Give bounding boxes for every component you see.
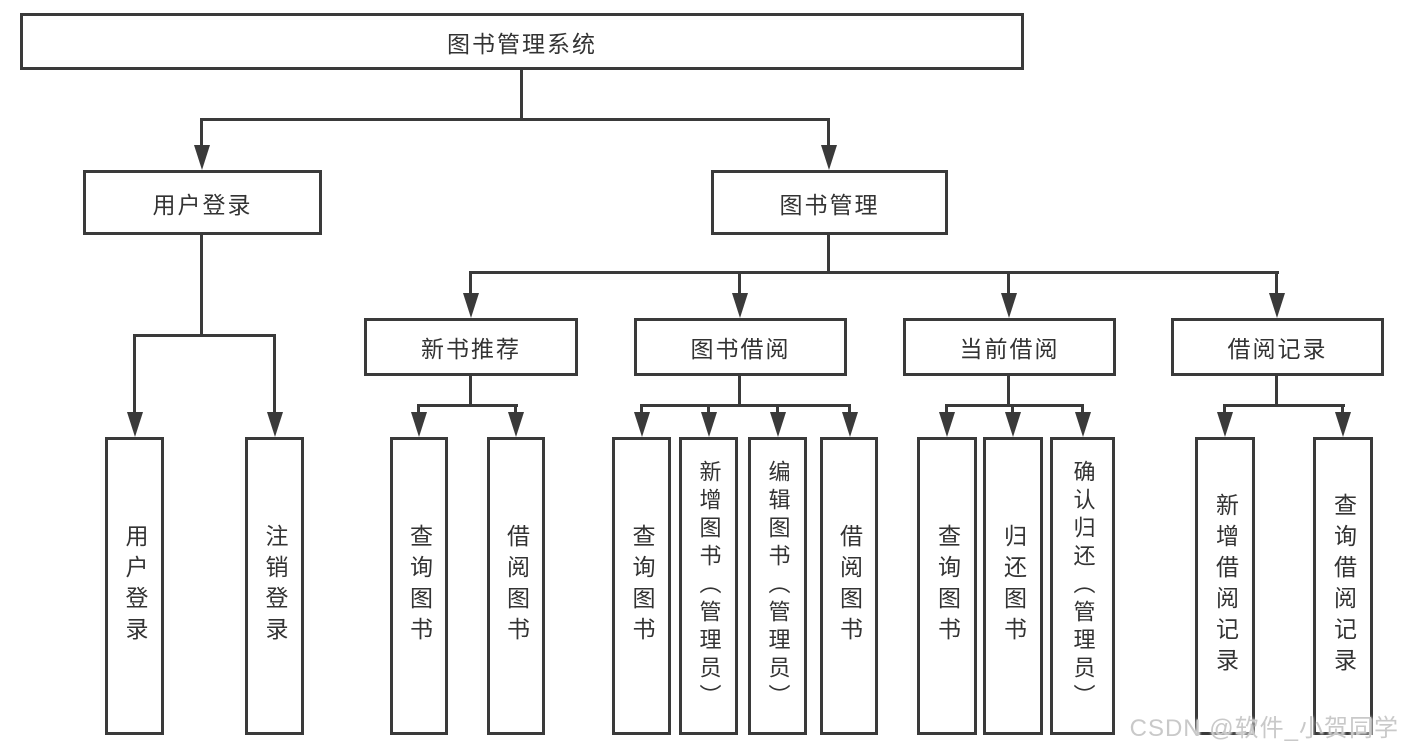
connector-user-login-stub bbox=[200, 235, 203, 337]
connector-leaf-drop bbox=[776, 404, 779, 414]
leaf-label: 归还图书 bbox=[1000, 524, 1027, 648]
connector-leaf-drop bbox=[1081, 404, 1084, 414]
leaf-label: 借阅图书 bbox=[503, 524, 530, 648]
leaf-label: 新增借阅记录 bbox=[1212, 493, 1239, 679]
arrowhead-down-icon bbox=[842, 412, 858, 437]
arrowhead-down-icon bbox=[732, 293, 748, 318]
node-leaf-bb-query: 查询图书 bbox=[612, 437, 671, 735]
csdn-watermark: CSDN @软件_小贺同学 bbox=[1129, 715, 1399, 742]
arrowhead-down-icon bbox=[634, 412, 650, 437]
connector-group-stub bbox=[469, 376, 472, 407]
node-leaf-rec-borrow: 借阅图书 bbox=[487, 437, 545, 735]
node-root-label: 图书管理系统 bbox=[447, 30, 597, 57]
node-leaf-rec-query: 查询图书 bbox=[390, 437, 448, 735]
connector-leaf-drop bbox=[273, 334, 276, 414]
node-book-borrow: 图书借阅 bbox=[634, 318, 847, 376]
node-leaf-bb-borrow: 借阅图书 bbox=[820, 437, 878, 735]
connector-level3-rail bbox=[469, 271, 1279, 274]
arrowhead-down-icon bbox=[508, 412, 524, 437]
connector-root-stub bbox=[520, 70, 523, 120]
node-root: 图书管理系统 bbox=[20, 13, 1024, 70]
leaf-label: 编辑图书（管理员） bbox=[765, 460, 791, 712]
node-borrow-record-label: 借阅记录 bbox=[1227, 336, 1328, 362]
arrowhead-down-icon bbox=[821, 145, 837, 170]
arrowhead-down-icon bbox=[1269, 293, 1285, 318]
leaf-label: 注销登录 bbox=[262, 524, 288, 648]
connector-leaf-drop bbox=[945, 404, 948, 414]
connector-group-rail bbox=[417, 404, 518, 407]
connector-leaf-drop bbox=[640, 404, 643, 414]
node-user-login-label: 用户登录 bbox=[152, 191, 253, 218]
connector-book-mgmt-stub bbox=[827, 235, 830, 274]
node-leaf-cb-confirm: 确认归还（管理员） bbox=[1050, 437, 1115, 735]
connector-level3-drop bbox=[738, 271, 741, 295]
connector-leaf-drop bbox=[1011, 404, 1014, 414]
arrowhead-down-icon bbox=[267, 412, 283, 437]
arrowhead-down-icon bbox=[701, 412, 717, 437]
leaf-label: 借阅图书 bbox=[836, 524, 863, 648]
node-leaf-user-login: 用户登录 bbox=[105, 437, 164, 735]
connector-leaf-drop bbox=[848, 404, 851, 414]
arrowhead-down-icon bbox=[411, 412, 427, 437]
node-current-borrow: 当前借阅 bbox=[903, 318, 1116, 376]
connector-user-login-drop bbox=[200, 118, 203, 147]
node-current-borrow-label: 当前借阅 bbox=[959, 336, 1060, 362]
leaf-label: 查询图书 bbox=[934, 524, 961, 648]
node-book-borrow-label: 图书借阅 bbox=[690, 336, 791, 362]
connector-group-stub bbox=[1275, 376, 1278, 407]
node-book-mgmt-label: 图书管理 bbox=[779, 191, 880, 218]
leaf-label: 新增图书（管理员） bbox=[696, 460, 722, 712]
arrowhead-down-icon bbox=[1217, 412, 1233, 437]
connector-leaf-drop bbox=[514, 404, 517, 414]
connector-group-rail bbox=[640, 404, 851, 407]
connector-leaf-drop bbox=[417, 404, 420, 414]
node-leaf-logout: 注销登录 bbox=[245, 437, 304, 735]
leaf-label: 查询借阅记录 bbox=[1330, 493, 1357, 679]
connector-user-login-rail bbox=[133, 334, 276, 337]
arrowhead-down-icon bbox=[1005, 412, 1021, 437]
connector-level3-drop bbox=[1007, 271, 1010, 295]
connector-leaf-drop bbox=[707, 404, 710, 414]
connector-leaf-drop bbox=[133, 334, 136, 414]
arrowhead-down-icon bbox=[194, 145, 210, 170]
arrowhead-down-icon bbox=[1335, 412, 1351, 437]
node-new-book-rec-label: 新书推荐 bbox=[421, 336, 521, 362]
leaf-label: 确认归还（管理员） bbox=[1070, 460, 1096, 712]
node-new-book-rec: 新书推荐 bbox=[364, 318, 578, 376]
node-leaf-br-add: 新增借阅记录 bbox=[1195, 437, 1255, 735]
node-borrow-record: 借阅记录 bbox=[1171, 318, 1384, 376]
node-leaf-bb-edit: 编辑图书（管理员） bbox=[748, 437, 807, 735]
node-leaf-cb-query: 查询图书 bbox=[917, 437, 977, 735]
node-user-login: 用户登录 bbox=[83, 170, 322, 235]
connector-level3-drop bbox=[1275, 271, 1278, 295]
connector-leaf-drop bbox=[1341, 404, 1344, 414]
connector-book-mgmt-drop bbox=[827, 118, 830, 147]
connector-level2-rail bbox=[200, 118, 830, 121]
arrowhead-down-icon bbox=[463, 293, 479, 318]
leaf-label: 查询图书 bbox=[406, 524, 433, 648]
connector-group-rail bbox=[1223, 404, 1345, 407]
leaf-label: 用户登录 bbox=[122, 524, 148, 648]
leaf-label: 查询图书 bbox=[629, 524, 655, 648]
connector-group-stub bbox=[738, 376, 741, 407]
arrowhead-down-icon bbox=[939, 412, 955, 437]
arrowhead-down-icon bbox=[770, 412, 786, 437]
connector-leaf-drop bbox=[1223, 404, 1226, 414]
node-leaf-cb-return: 归还图书 bbox=[983, 437, 1043, 735]
connector-group-rail bbox=[945, 404, 1084, 407]
arrowhead-down-icon bbox=[1075, 412, 1091, 437]
node-leaf-br-query: 查询借阅记录 bbox=[1313, 437, 1373, 735]
arrowhead-down-icon bbox=[127, 412, 143, 437]
node-book-mgmt: 图书管理 bbox=[711, 170, 948, 235]
node-leaf-bb-add: 新增图书（管理员） bbox=[679, 437, 738, 735]
connector-group-stub bbox=[1007, 376, 1010, 407]
arrowhead-down-icon bbox=[1001, 293, 1017, 318]
connector-level3-drop bbox=[469, 271, 472, 295]
